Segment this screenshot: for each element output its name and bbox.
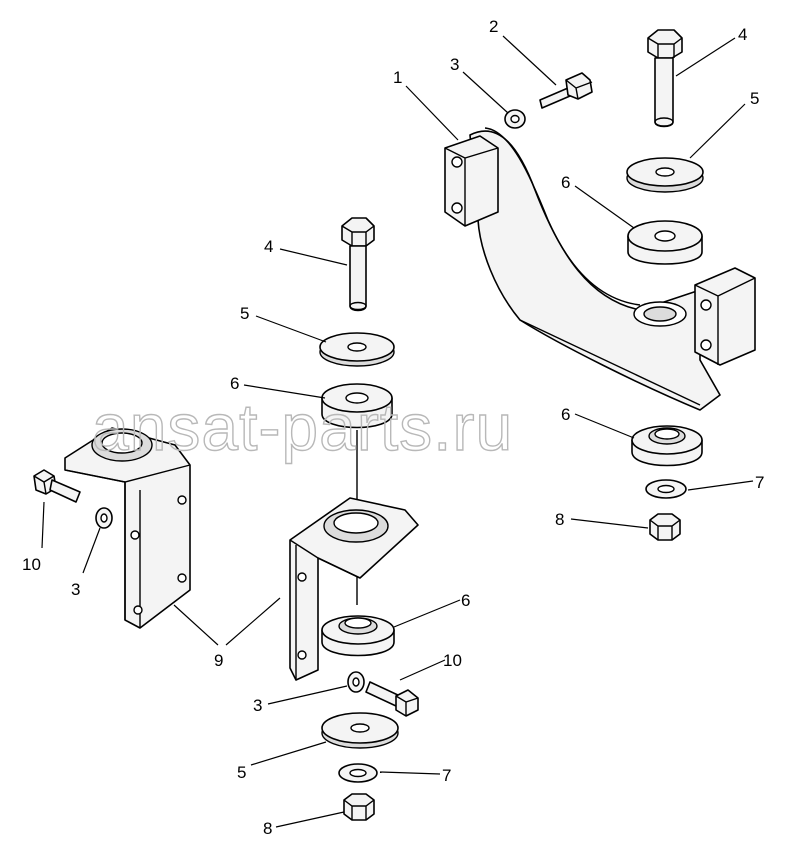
callout-numbers: 1 2 3 4 5 6 4 5 6 6 7 8 10 3 9 6 10 3 5 … [22, 17, 764, 838]
part-3-washer-upper [504, 109, 526, 129]
part-10-bolt-bottom [365, 681, 419, 717]
callout-7: 7 [755, 473, 764, 492]
callout-9: 9 [214, 651, 223, 670]
callout-6: 6 [461, 591, 470, 610]
part-10-bolt-left [33, 469, 81, 503]
part-8-nut-right [649, 513, 681, 541]
part-5-flat-washer-bottom [321, 712, 399, 749]
callout-6: 6 [561, 173, 570, 192]
part-9-angle-bracket-left [64, 427, 191, 629]
part-9-angle-bracket-center [289, 497, 419, 681]
callout-5: 5 [237, 763, 246, 782]
part-8-nut-bottom [343, 793, 375, 821]
callout-7: 7 [442, 766, 451, 785]
part-5-flat-washer-left-top [319, 332, 395, 367]
leader-lines [41, 35, 754, 828]
part-3-washer-bottom [347, 671, 365, 693]
part-4-long-bolt-left [341, 217, 375, 312]
watermark-text: ansat-parts.ru [92, 390, 513, 464]
part-3-washer-left [95, 507, 113, 529]
callout-3: 3 [71, 580, 80, 599]
part-6-cushion-left-top [321, 383, 393, 429]
callout-6: 6 [561, 405, 570, 424]
callout-8: 8 [263, 819, 272, 838]
part-7-washer-bottom [338, 763, 378, 783]
callout-10: 10 [443, 651, 462, 670]
part-4-long-bolt-upper [647, 29, 683, 128]
part-1-bracket-arm [444, 127, 756, 411]
callout-4: 4 [738, 25, 747, 44]
part-6-cushion-lower-right [631, 425, 703, 467]
callout-1: 1 [393, 68, 402, 87]
callout-3: 3 [450, 55, 459, 74]
callout-5: 5 [240, 304, 249, 323]
callout-4: 4 [264, 237, 273, 256]
part-6-cushion-left-bottom [321, 615, 395, 657]
callout-8: 8 [555, 510, 564, 529]
part-2-bolt [539, 72, 593, 109]
part-6-cushion-upper [627, 220, 703, 265]
callout-2: 2 [489, 17, 498, 36]
callout-5: 5 [750, 89, 759, 108]
part-5-flat-washer-upper [626, 157, 704, 193]
callout-6: 6 [230, 374, 239, 393]
part-7-washer-right [645, 479, 687, 499]
callout-10: 10 [22, 555, 41, 574]
callout-3: 3 [253, 696, 262, 715]
